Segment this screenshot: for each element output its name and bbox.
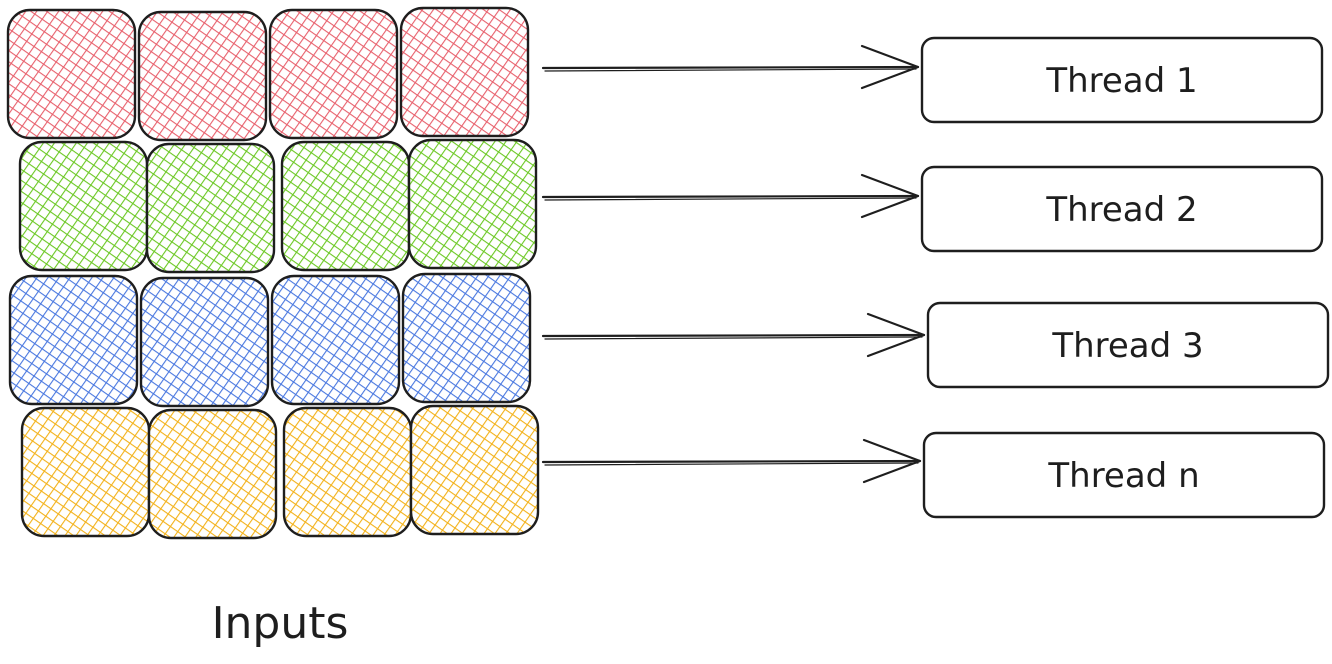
input-row: [8, 272, 532, 408]
input-cell: [147, 408, 278, 540]
input-cell: [145, 142, 276, 274]
arrow: [541, 438, 922, 484]
input-cell: [270, 274, 401, 406]
thread-boxes: Thread 1 Thread 2 Thread 3 Thread n: [920, 36, 1330, 519]
thread-label: Thread 1: [1045, 61, 1197, 101]
arrow: [541, 44, 920, 90]
input-cell: [268, 8, 399, 140]
input-cell: [399, 6, 530, 138]
thread-box-outline: [922, 431, 1326, 519]
input-cell: [20, 406, 151, 538]
input-cell: [6, 8, 137, 140]
input-cell: [407, 138, 538, 270]
input-row: [6, 6, 530, 142]
inputs-label: Inputs: [212, 598, 349, 649]
arrow: [541, 173, 920, 219]
thread-box: Thread 3: [926, 301, 1330, 389]
input-cell: [8, 274, 139, 406]
input-cell: [137, 10, 268, 142]
thread-box-outline: [926, 301, 1330, 389]
input-cell: [282, 406, 413, 538]
input-cell: [139, 276, 270, 408]
input-cell: [280, 140, 411, 272]
input-grid: [6, 6, 540, 540]
input-row: [18, 138, 538, 274]
input-cell: [18, 140, 149, 272]
thread-box: Thread n: [922, 431, 1326, 519]
thread-label: Thread 3: [1051, 326, 1203, 366]
thread-box-outline: [920, 36, 1324, 124]
thread-box-outline: [920, 165, 1324, 253]
input-cell: [409, 404, 540, 536]
thread-box: Thread 1: [920, 36, 1324, 124]
arrows: [541, 44, 926, 484]
input-cell: [401, 272, 532, 404]
thread-box: Thread 2: [920, 165, 1324, 253]
thread-label: Thread 2: [1045, 190, 1197, 230]
arrow: [541, 312, 926, 358]
input-row: [20, 404, 540, 540]
thread-label: Thread n: [1047, 456, 1199, 496]
